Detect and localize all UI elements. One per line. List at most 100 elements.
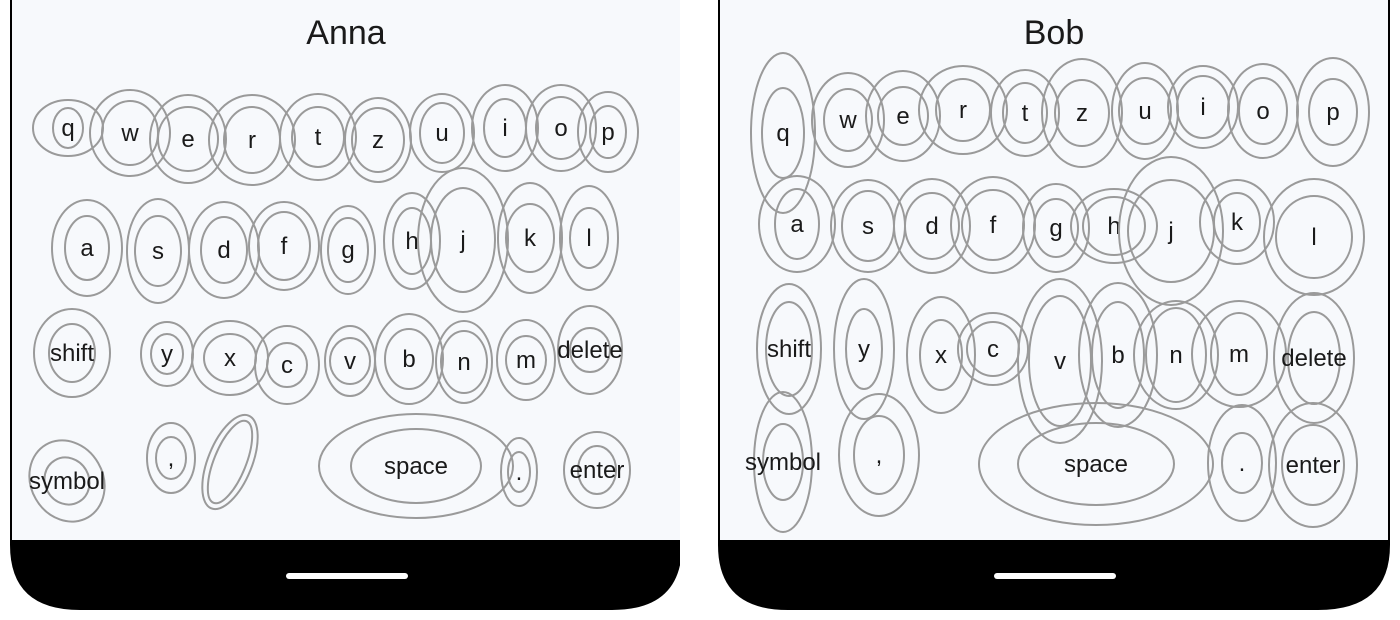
key-u-label: u [435, 120, 448, 147]
key-space [318, 413, 514, 519]
key-b [374, 313, 444, 405]
key-n [1133, 300, 1219, 410]
key-unlabeled-outer-ellipse [201, 413, 259, 511]
key-c [254, 325, 320, 405]
key-symbol-label: symbol [745, 449, 821, 476]
key-r-outer-ellipse [208, 94, 296, 186]
key-o-label: o [1256, 98, 1269, 125]
panel-title: Anna [306, 14, 385, 52]
key-h-label: h [405, 228, 418, 255]
key-g-label: g [1049, 215, 1062, 242]
key-l-label: l [1311, 224, 1316, 251]
key-enter-inner-ellipse [1281, 424, 1345, 506]
key-w [811, 72, 885, 168]
key-q-label: q [61, 115, 74, 142]
key-q-inner-ellipse [761, 87, 805, 179]
key-m-outer-ellipse [496, 319, 556, 401]
key-w-outer-ellipse [811, 72, 885, 168]
key-g-label: g [341, 237, 354, 264]
key-b-label: b [1111, 342, 1124, 369]
key-n-label: n [457, 349, 470, 376]
home-indicator [994, 573, 1116, 579]
key-o [525, 84, 597, 172]
key-comma [838, 393, 920, 517]
key-m-inner-ellipse [1210, 312, 1268, 396]
key-d [893, 178, 971, 274]
key-x-label: x [224, 345, 236, 372]
key-x-inner-ellipse [919, 319, 963, 391]
key-t-label: t [1022, 100, 1029, 127]
key-period-inner-ellipse [1221, 432, 1263, 494]
key-w-label: w [838, 107, 857, 134]
key-shift-inner-ellipse [48, 323, 96, 383]
key-h [1070, 188, 1158, 264]
key-y-outer-ellipse [833, 278, 895, 420]
key-y-label: y [161, 341, 173, 368]
key-y-label: y [858, 336, 870, 363]
key-h-label: h [1107, 213, 1120, 240]
key-a-inner-ellipse [64, 215, 110, 281]
key-comma-outer-ellipse [838, 393, 920, 517]
key-d-label: d [925, 213, 938, 240]
key-g [1022, 183, 1090, 273]
key-g-outer-ellipse [1022, 183, 1090, 273]
key-b-label: b [402, 346, 415, 373]
key-m [1191, 300, 1287, 408]
key-i-outer-ellipse [471, 84, 539, 172]
key-j [1118, 156, 1224, 306]
key-m [496, 319, 556, 401]
key-f-label: f [281, 233, 288, 260]
key-k-inner-ellipse [505, 203, 555, 273]
key-e-inner-ellipse [877, 86, 929, 146]
key-p-inner-ellipse [589, 105, 627, 159]
key-h-outer-ellipse [1070, 188, 1158, 264]
key-j-outer-ellipse [417, 167, 509, 313]
key-space-label: space [1064, 451, 1128, 478]
key-v-label: v [344, 348, 356, 375]
key-p-inner-ellipse [1308, 78, 1358, 146]
key-q [750, 52, 816, 214]
key-m-label: m [1229, 341, 1249, 368]
key-shift [756, 283, 822, 415]
key-unlabeled-inner-ellipse [206, 419, 254, 505]
key-e-label: e [896, 103, 909, 130]
key-j-inner-ellipse [1127, 179, 1215, 283]
key-comma-inner-ellipse [853, 415, 905, 495]
key-delete-inner-ellipse [569, 327, 611, 373]
key-enter-label: enter [570, 457, 625, 484]
key-e [865, 70, 941, 162]
key-z-inner-ellipse [1054, 79, 1110, 147]
key-a [758, 175, 836, 273]
key-t-outer-ellipse [990, 69, 1060, 157]
key-j-outer-ellipse [1118, 156, 1224, 306]
key-a-label: a [80, 235, 94, 262]
key-space-outer-ellipse [978, 402, 1214, 526]
key-l-label: l [586, 225, 591, 252]
key-space-inner-ellipse [350, 428, 482, 504]
key-v-outer-ellipse [1017, 278, 1103, 444]
key-comma-label: , [168, 445, 175, 472]
key-p [1296, 57, 1370, 167]
key-l [559, 185, 619, 291]
key-w-outer-ellipse [89, 89, 171, 177]
key-s-inner-ellipse [134, 215, 182, 287]
key-symbol-inner-ellipse [43, 456, 91, 506]
key-b-outer-ellipse [1078, 282, 1158, 428]
key-p-label: p [601, 119, 614, 146]
key-r-label: r [959, 97, 967, 124]
key-f-label: f [990, 212, 997, 239]
key-o-inner-ellipse [535, 96, 587, 160]
key-y-inner-ellipse [150, 333, 184, 375]
key-e-label: e [181, 126, 194, 153]
key-p [577, 91, 639, 173]
key-z-label: z [372, 127, 384, 154]
key-n [435, 320, 493, 404]
key-x-label: x [935, 342, 947, 369]
key-v-inner-ellipse [329, 337, 371, 385]
key-z-inner-ellipse [351, 107, 405, 173]
key-comma-outer-ellipse [146, 422, 196, 494]
